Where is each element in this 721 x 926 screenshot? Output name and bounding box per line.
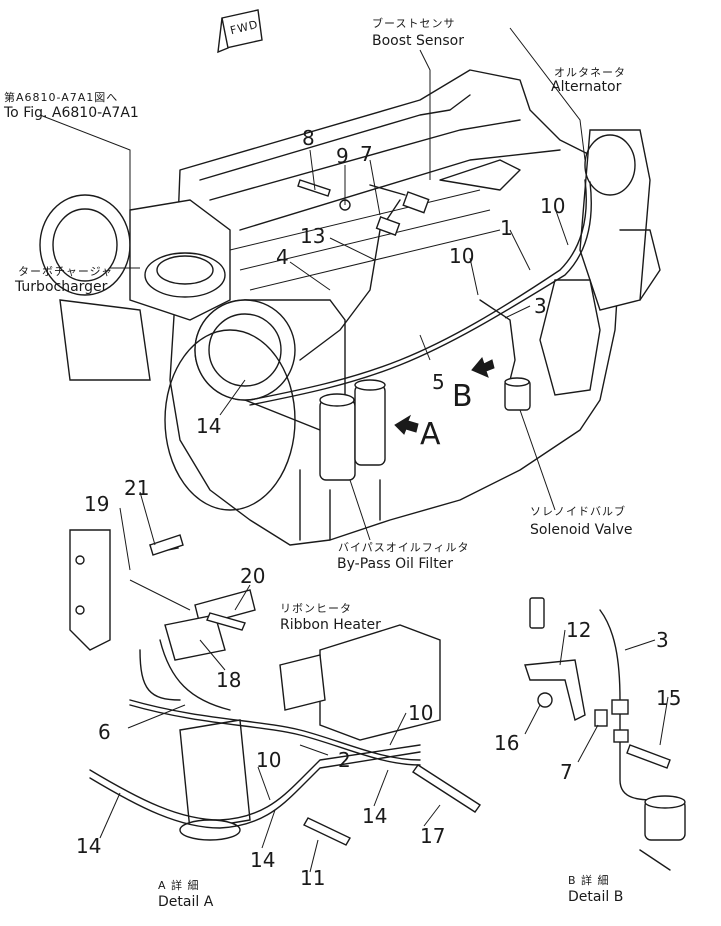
callout-10-mid: 10 — [449, 244, 475, 268]
detail-a-jp-label: A 詳 細 — [158, 879, 200, 892]
turbocharger — [39, 194, 231, 381]
alternator-jp-label: オルタネータ — [554, 66, 626, 79]
turbocharger-label: Turbocharger — [15, 279, 108, 295]
callout-16: 16 — [494, 731, 520, 755]
callout-20: 20 — [240, 564, 266, 588]
callout-15: 15 — [656, 686, 682, 710]
callout-7-detail-b: 7 — [560, 760, 573, 784]
view-a-arrow-icon — [394, 414, 419, 435]
callout-18: 18 — [216, 668, 242, 692]
bypass-oil-filter — [319, 379, 386, 481]
ref-fig-jp-label: 第A6810-A7A1図へ — [4, 91, 119, 104]
callout-11: 11 — [300, 866, 326, 890]
solenoid-valve-jp-label: ソレノイドバルブ — [530, 505, 626, 518]
callout-2: 2 — [338, 748, 351, 772]
callout-13: 13 — [300, 224, 326, 248]
callout-9: 9 — [336, 144, 349, 168]
callout-4: 4 — [276, 245, 289, 269]
alternator-label: Alternator — [551, 79, 622, 95]
bypass-oil-filter-jp-label: バイパスオイルフィルタ — [338, 541, 470, 554]
ref-fig-label: To Fig. A6810-A7A1 — [4, 105, 139, 121]
detail-a-label: Detail A — [158, 894, 214, 910]
ribbon-heater-jp-label: リボンヒータ — [280, 602, 352, 615]
boost-sensor — [297, 179, 430, 236]
bypass-oil-filter-label: By-Pass Oil Filter — [337, 556, 454, 572]
view-b-arrow-icon — [471, 356, 495, 378]
callout-14-detail-a-bottom: 14 — [250, 848, 276, 872]
callout-8: 8 — [302, 126, 315, 150]
callout-14-detail-a-left: 14 — [76, 834, 102, 858]
fwd-arrow-icon — [217, 9, 263, 54]
detail-a-drawing — [69, 529, 481, 846]
callout-7-top: 7 — [360, 142, 373, 166]
callout-21: 21 — [124, 476, 150, 500]
solenoid-valve-label: Solenoid Valve — [530, 522, 633, 538]
callout-17: 17 — [420, 824, 446, 848]
callout-leaders — [39, 27, 669, 873]
callout-14-detail-a-right: 14 — [362, 804, 388, 828]
detail-b-label: Detail B — [568, 889, 624, 905]
callout-14-top: 14 — [196, 414, 222, 438]
boost-sensor-label: Boost Sensor — [372, 33, 464, 49]
engine-block — [169, 69, 621, 546]
alternator — [539, 129, 661, 396]
view-b-letter: B — [452, 379, 473, 414]
callout-6: 6 — [98, 720, 111, 744]
detail-b-drawing — [524, 597, 686, 871]
callout-10-detail-a-right: 10 — [408, 701, 434, 725]
callout-1: 1 — [500, 216, 513, 240]
wiring-harness — [249, 179, 592, 411]
callout-19: 19 — [84, 492, 110, 516]
air-cleaner — [164, 299, 346, 511]
callout-12: 12 — [566, 618, 592, 642]
callout-3-top: 3 — [534, 294, 547, 318]
callout-3-detail-b: 3 — [656, 628, 669, 652]
callout-10-top: 10 — [540, 194, 566, 218]
callout-5: 5 — [432, 370, 445, 394]
boost-sensor-jp-label: ブーストセンサ — [372, 17, 456, 30]
ribbon-heater-label: Ribbon Heater — [280, 617, 381, 633]
detail-b-jp-label: B 詳 細 — [568, 874, 610, 887]
view-a-letter: A — [420, 417, 441, 452]
callout-10-detail-a-left: 10 — [256, 748, 282, 772]
turbocharger-jp-label: ターボチャージャ — [18, 265, 114, 278]
